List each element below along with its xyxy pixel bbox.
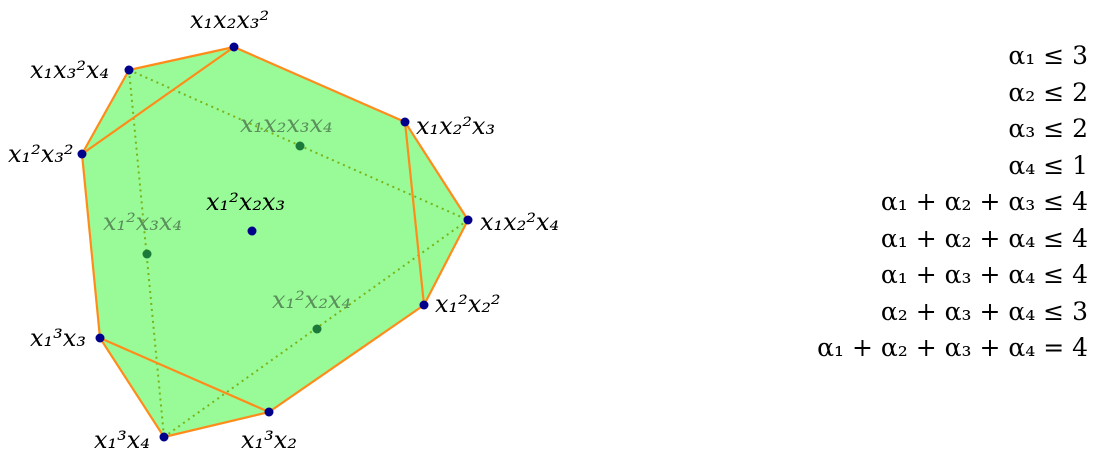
vertex-label-x1x2sqx3: x₁x₂²x₃ [416, 112, 496, 140]
constraint-line: α₄ ≤ 1 [1008, 150, 1088, 180]
vertex-label-x1cubex2: x₁³x₂ [241, 426, 297, 454]
constraint-line: α₁ ≤ 3 [1008, 41, 1088, 70]
vertex-point [463, 215, 473, 225]
constraint-line: α₂ ≤ 2 [1008, 77, 1088, 107]
constraint-line: α₁ + α₂ + α₃ ≤ 4 [880, 187, 1088, 216]
inner-edge [403, 121, 426, 306]
vertex-label-x1sqx3sq: x₁²x₃² [8, 140, 74, 168]
vertex-label-x1sqx3x4: x₁²x₃x₄ [103, 208, 183, 236]
vertex-label-x1sqx2x4: x₁²x₂x₄ [272, 286, 352, 314]
inner-vertices [142, 141, 322, 334]
vertex-label-x1cubex3: x₁³x₃ [30, 324, 86, 352]
polytope-face [82, 47, 468, 437]
constraint-line: α₂ + α₃ + α₄ ≤ 3 [880, 296, 1088, 326]
inner-edge [81, 46, 235, 155]
vertex-label-x1x2sqx4: x₁x₂²x₄ [480, 208, 560, 236]
constraint-line: α₃ ≤ 2 [1008, 114, 1088, 143]
vertex-point [95, 333, 105, 343]
inner-vertex-point [295, 141, 305, 151]
vertex-point [264, 407, 274, 417]
hidden-edge [128, 69, 165, 438]
constraint-list: α₁ ≤ 3 α₂ ≤ 2 α₃ ≤ 2 α₄ ≤ 1 α₁ + α₂ + α₃… [817, 38, 1088, 367]
outline-edge [80, 45, 470, 439]
vertex-point [419, 300, 429, 310]
constraint-line: α₁ + α₃ + α₄ ≤ 4 [880, 260, 1088, 289]
vertex-label-x1x3sqx4: x₁x₃²x₄ [30, 56, 110, 84]
constraint-line: α₁ + α₂ + α₃ + α₄ = 4 [817, 333, 1088, 362]
inner-vertex-point [142, 249, 152, 259]
vertex-label-x1x2x3sq: x₁x₂x₃² [190, 6, 270, 34]
vertex-label-x1cubex4: x₁³x₄ [94, 426, 150, 454]
vertex-point [229, 42, 239, 52]
vertex-label-x1sqx2sq: x₁²x₂² [435, 290, 501, 318]
vertex-point [247, 226, 257, 236]
vertex-point [124, 65, 134, 75]
visible-edges [80, 45, 470, 439]
vertex-point [400, 117, 410, 127]
hidden-edge [128, 69, 469, 221]
constraint-line: α₁ + α₂ + α₄ ≤ 4 [880, 223, 1088, 253]
outer-vertices [77, 42, 473, 442]
vertex-point [159, 432, 169, 442]
inner-edge [99, 336, 270, 414]
vertex-label-x1x2x3x4: x₁x₂x₃x₄ [240, 110, 333, 138]
vertex-point [77, 149, 87, 159]
inner-vertex-point [312, 324, 322, 334]
vertex-label-x1sqx2x3: x₁²x₂x₃ [206, 188, 286, 216]
